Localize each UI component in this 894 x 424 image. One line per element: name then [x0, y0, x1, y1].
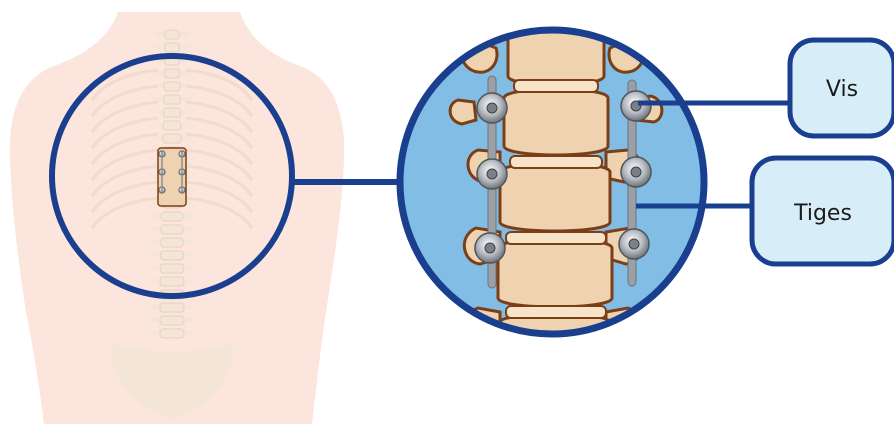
zoomed-spine-view: [400, 13, 704, 350]
screws-label: Vis: [826, 77, 858, 102]
rods-label: Tiges: [793, 201, 852, 226]
